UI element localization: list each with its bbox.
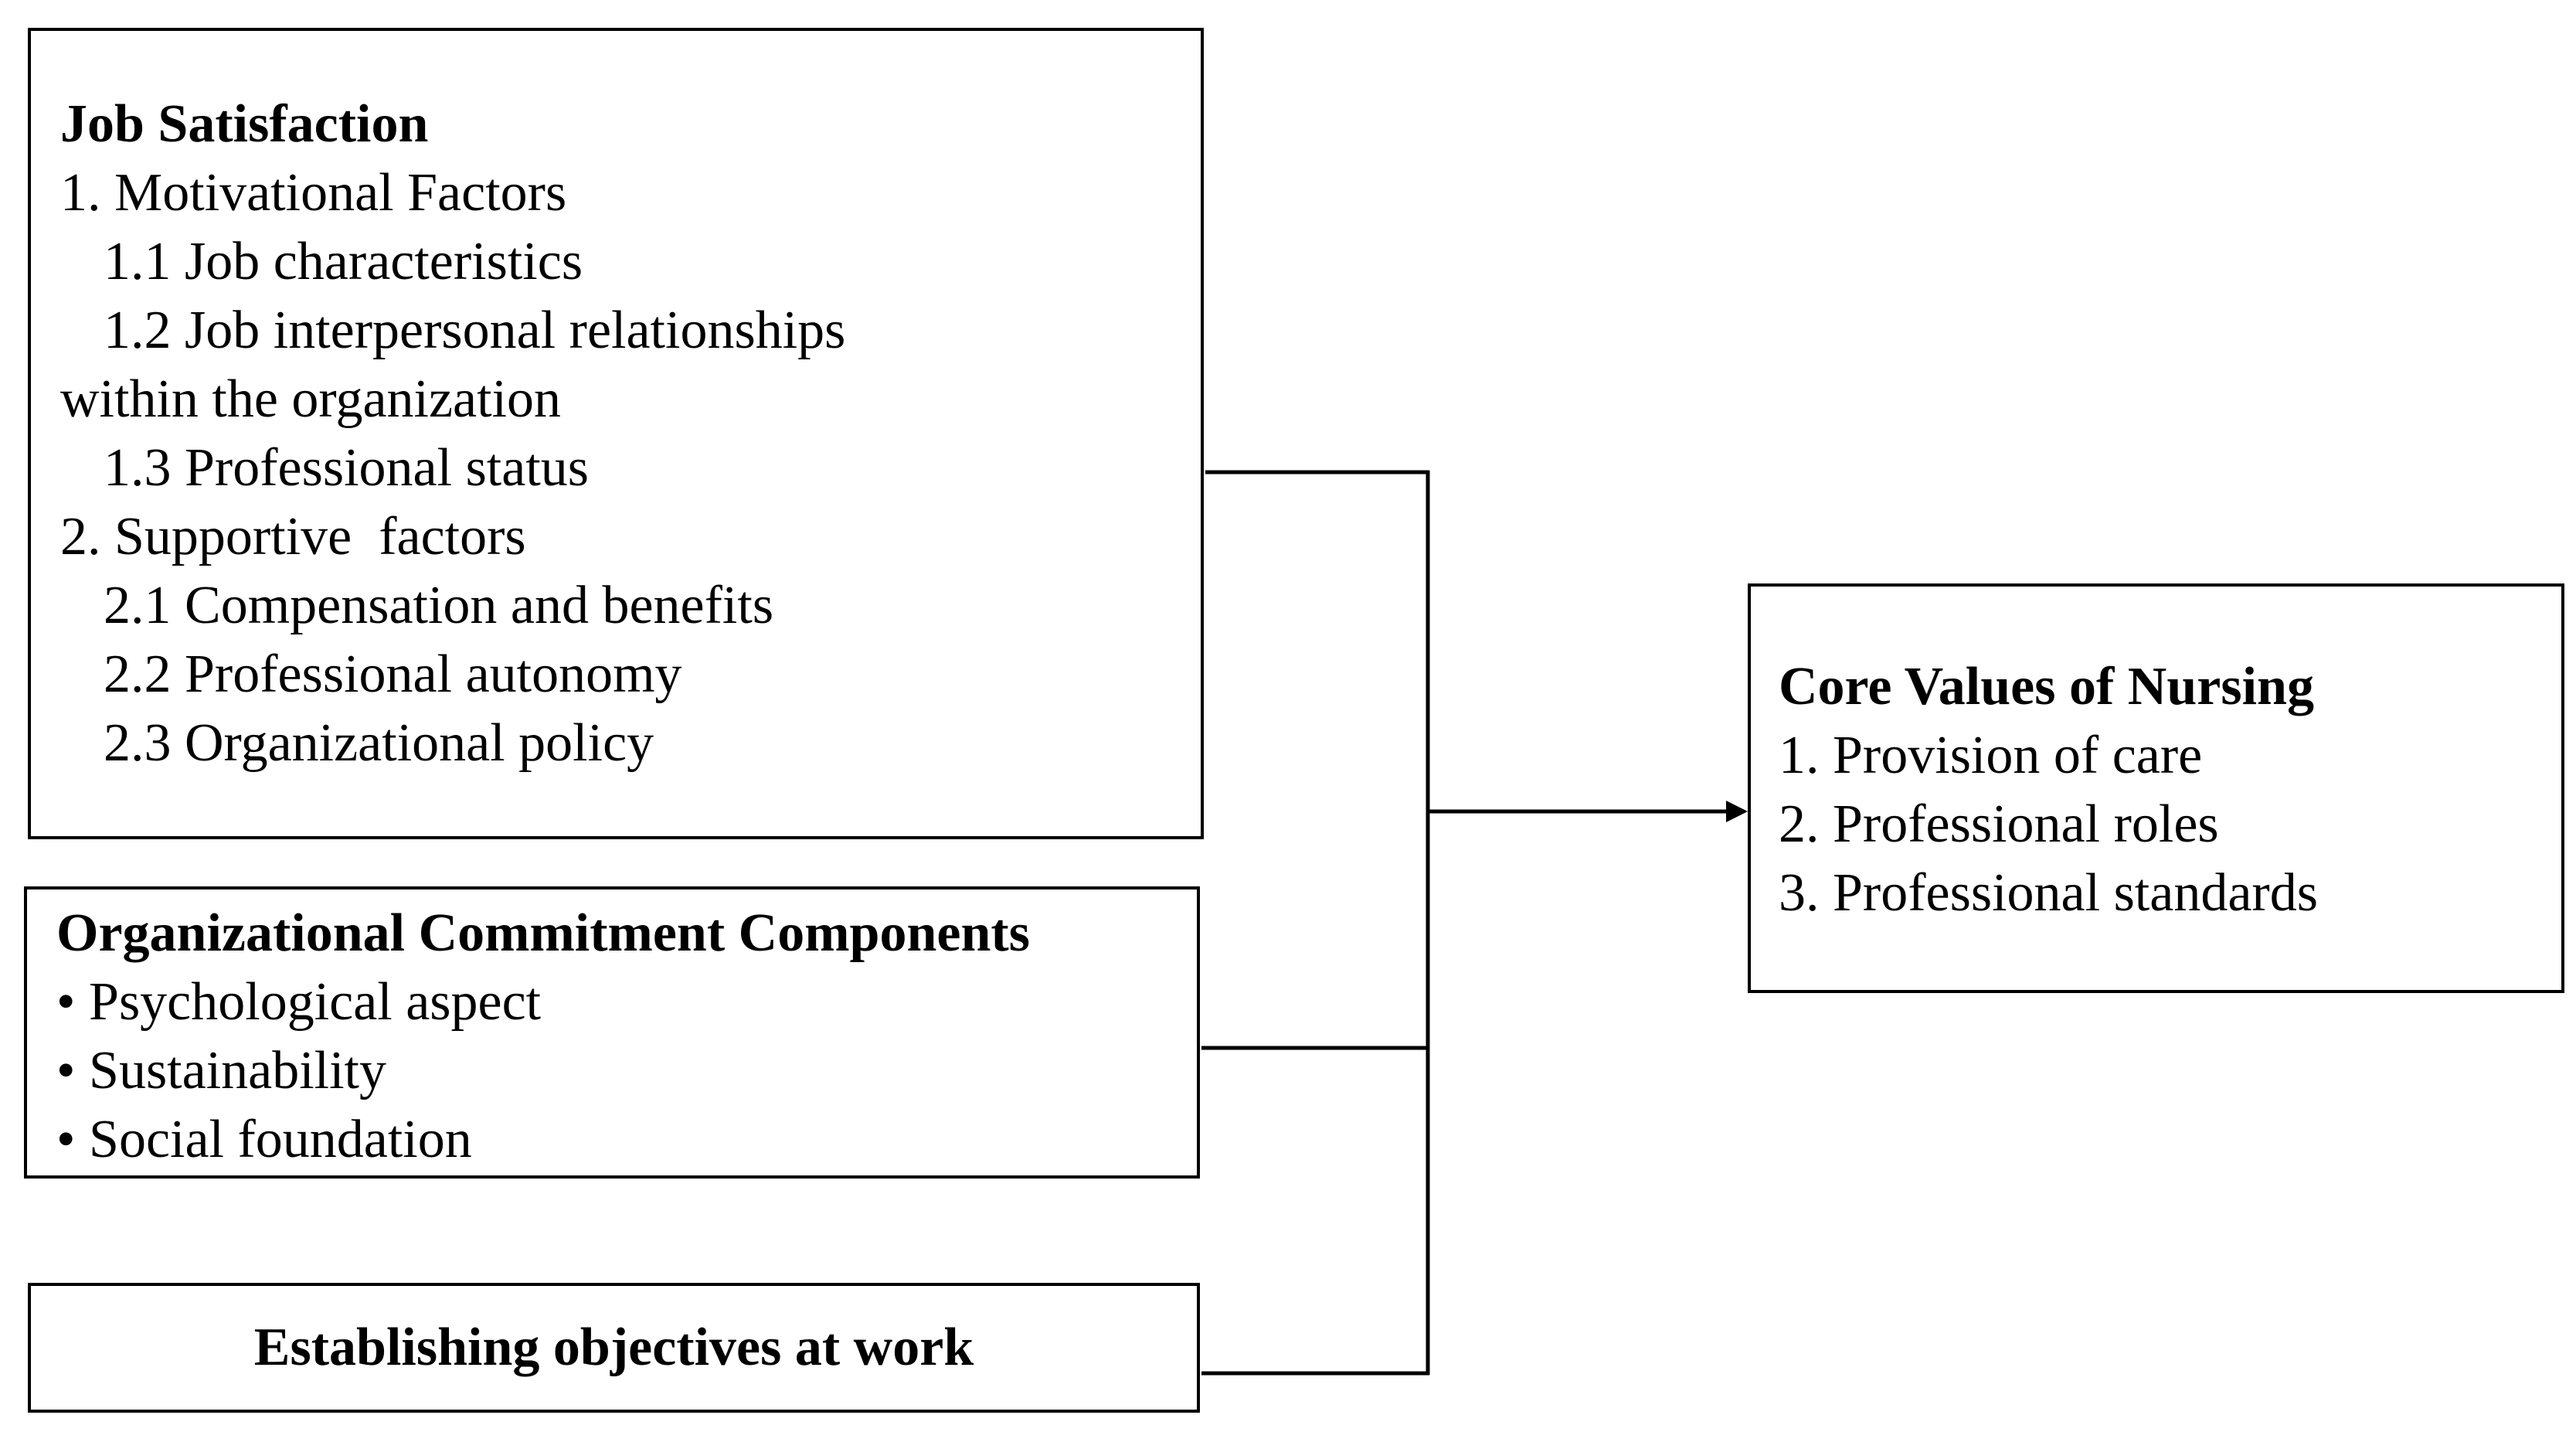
job-satisfaction-item: within the organization bbox=[60, 369, 562, 429]
core-values-title: Core Values of Nursing bbox=[1779, 657, 2314, 716]
core-values-item: 2. Professional roles bbox=[1779, 794, 2219, 854]
job-satisfaction-item: 1.3 Professional status bbox=[104, 438, 590, 498]
job-satisfaction-item: 1.1 Job characteristics bbox=[104, 232, 583, 291]
job-satisfaction-item: 2. Supportive factors bbox=[60, 507, 526, 566]
arrowhead-icon bbox=[1726, 801, 1748, 822]
organizational-commitment-item: • Sustainability bbox=[56, 1041, 387, 1100]
objectives-box: Establishing objectives at work bbox=[28, 1283, 1200, 1413]
job-satisfaction-box: Job Satisfaction 1. Motivational Factors… bbox=[28, 28, 1204, 839]
core-values-item: 3. Professional standards bbox=[1779, 863, 2318, 923]
organizational-commitment-item: • Psychological aspect bbox=[56, 972, 542, 1032]
organizational-commitment-item: • Social foundation bbox=[56, 1110, 472, 1169]
job-satisfaction-item: 1. Motivational Factors bbox=[60, 163, 567, 223]
job-satisfaction-item: 2.1 Compensation and benefits bbox=[104, 576, 774, 635]
core-values-item: 1. Provision of care bbox=[1779, 726, 2203, 785]
objectives-title: Establishing objectives at work bbox=[253, 1318, 974, 1377]
organizational-commitment-title: Organizational Commitment Components bbox=[56, 903, 1030, 963]
job-satisfaction-title: Job Satisfaction bbox=[60, 94, 429, 154]
job-satisfaction-item: 1.2 Job interpersonal relationships bbox=[104, 301, 846, 360]
job-satisfaction-item: 2.3 Organizational policy bbox=[104, 713, 654, 773]
core-values-box: Core Values of Nursing 1. Provision of c… bbox=[1748, 583, 2564, 993]
job-satisfaction-item: 2.2 Professional autonomy bbox=[104, 645, 682, 704]
organizational-commitment-box: Organizational Commitment Components • P… bbox=[24, 886, 1200, 1179]
